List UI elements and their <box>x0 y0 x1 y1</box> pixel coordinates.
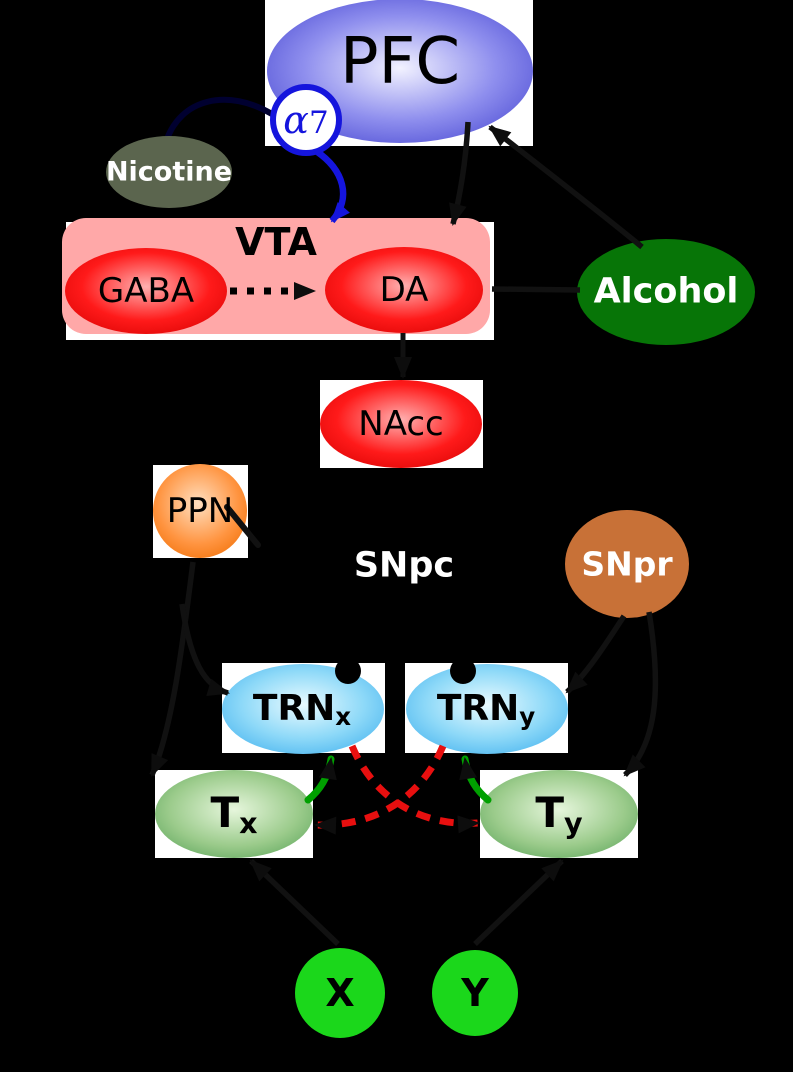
trnx-node <box>222 664 384 754</box>
trnx-ball-terminal <box>335 658 361 684</box>
alpha7-receptor <box>270 84 342 156</box>
pfc-label: PFC <box>339 25 461 99</box>
trnx-sub: x <box>335 702 352 732</box>
ty-node <box>480 770 638 858</box>
edge-trnx-ty-red <box>348 744 480 834</box>
ty-sub: y <box>564 806 583 841</box>
ppn-label: PPN <box>166 491 234 531</box>
edge-ppn-stub <box>224 504 261 548</box>
tx-node <box>155 770 313 858</box>
trny-label: TRNy <box>436 688 535 730</box>
da-label: DA <box>379 270 429 310</box>
trny-node <box>406 664 568 754</box>
alpha7-label: α7 <box>283 101 328 139</box>
edge-alcohol-da <box>491 286 581 293</box>
snpc-label: SNpc <box>353 545 455 586</box>
nicotine-label: Nicotine <box>105 156 233 188</box>
x-node <box>295 948 385 1038</box>
vta-label: VTA <box>235 220 317 264</box>
tx-label: Tx <box>210 792 257 838</box>
alpha7-number: 7 <box>308 105 329 141</box>
nacc-label: NAcc <box>358 404 444 444</box>
ppn-node <box>153 464 247 558</box>
y-node <box>432 950 518 1036</box>
edge-ty-trny-green <box>459 755 492 804</box>
nacc-node <box>320 380 482 468</box>
edge-y-ty <box>473 859 564 946</box>
edge-to-tx-corner <box>149 561 196 777</box>
alcohol-node <box>577 239 755 345</box>
snpr-label: SNpr <box>581 544 673 584</box>
trny-ball-terminal <box>450 658 476 684</box>
gaba-node <box>65 248 227 334</box>
snpr-node <box>565 510 689 618</box>
ty-main: T <box>535 788 565 837</box>
gaba-label: GABA <box>97 271 195 311</box>
edge-to-ty-corner <box>623 611 659 777</box>
edge-tx-trnx-green <box>304 755 337 804</box>
edge-pfc-vta <box>449 121 471 226</box>
alpha-glyph: α <box>283 98 309 142</box>
alcohol-label: Alcohol <box>593 271 739 312</box>
x-label: X <box>325 971 355 1015</box>
trny-main: TRN <box>436 688 520 729</box>
edge-to-trny <box>565 614 627 694</box>
edge-alpha7-vta <box>314 148 350 224</box>
trnx-label: TRNx <box>252 688 351 730</box>
edge-nicotine-alpha7 <box>163 96 274 143</box>
tx-sub: x <box>239 806 258 841</box>
edge-x-tx <box>249 859 340 946</box>
tx-main: T <box>210 788 240 837</box>
edge-alcohol-pfc <box>488 124 644 250</box>
trny-sub: y <box>519 702 536 732</box>
y-label: Y <box>461 971 489 1015</box>
trnx-main: TRN <box>252 688 336 729</box>
nicotine-node <box>106 136 232 208</box>
da-node <box>325 247 483 333</box>
edge-to-trnx <box>179 603 230 697</box>
edge-trny-tx-red <box>314 744 447 835</box>
ty-label: Ty <box>535 792 582 838</box>
